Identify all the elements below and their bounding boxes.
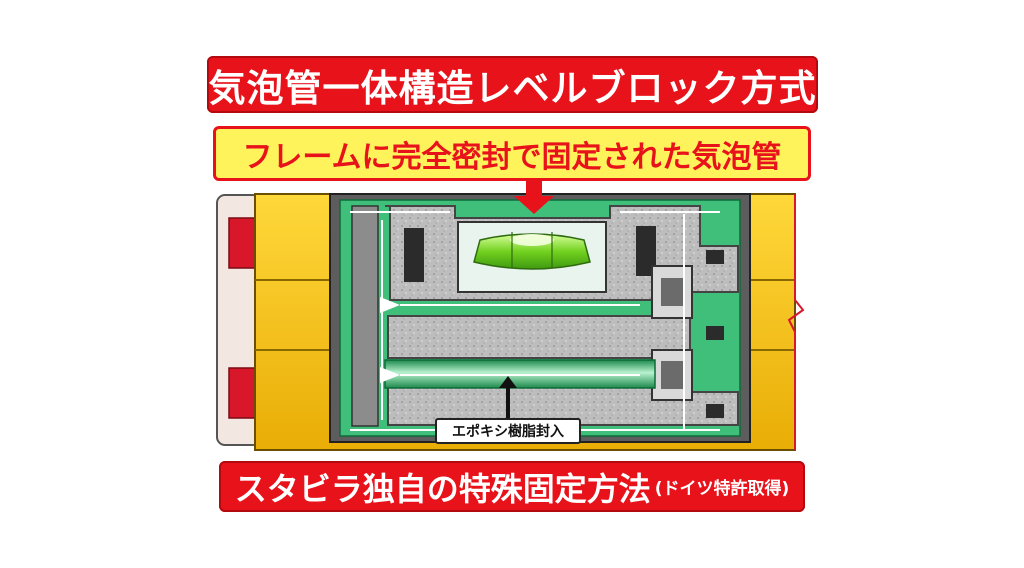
black-arrow-icon (499, 376, 517, 418)
bottom-banner: スタビラ独自の特殊固定方法(ドイツ特許取得) (219, 461, 805, 512)
red-arrow-icon (514, 181, 554, 214)
flow-arrows (350, 211, 720, 431)
bubble-vial (457, 221, 607, 293)
epoxy-label: エポキシ樹脂封入 (435, 418, 581, 444)
title-banner: 気泡管一体構造レベルブロック方式 (207, 56, 818, 113)
frame-break (787, 194, 805, 450)
callout-box: フレームに完全密封で固定された気泡管 (213, 126, 811, 181)
end-cap (216, 194, 262, 446)
bottom-main-text: スタビラ独自の特殊固定方法 (234, 469, 651, 508)
patent-note: (ドイツ特許取得) (654, 479, 790, 499)
